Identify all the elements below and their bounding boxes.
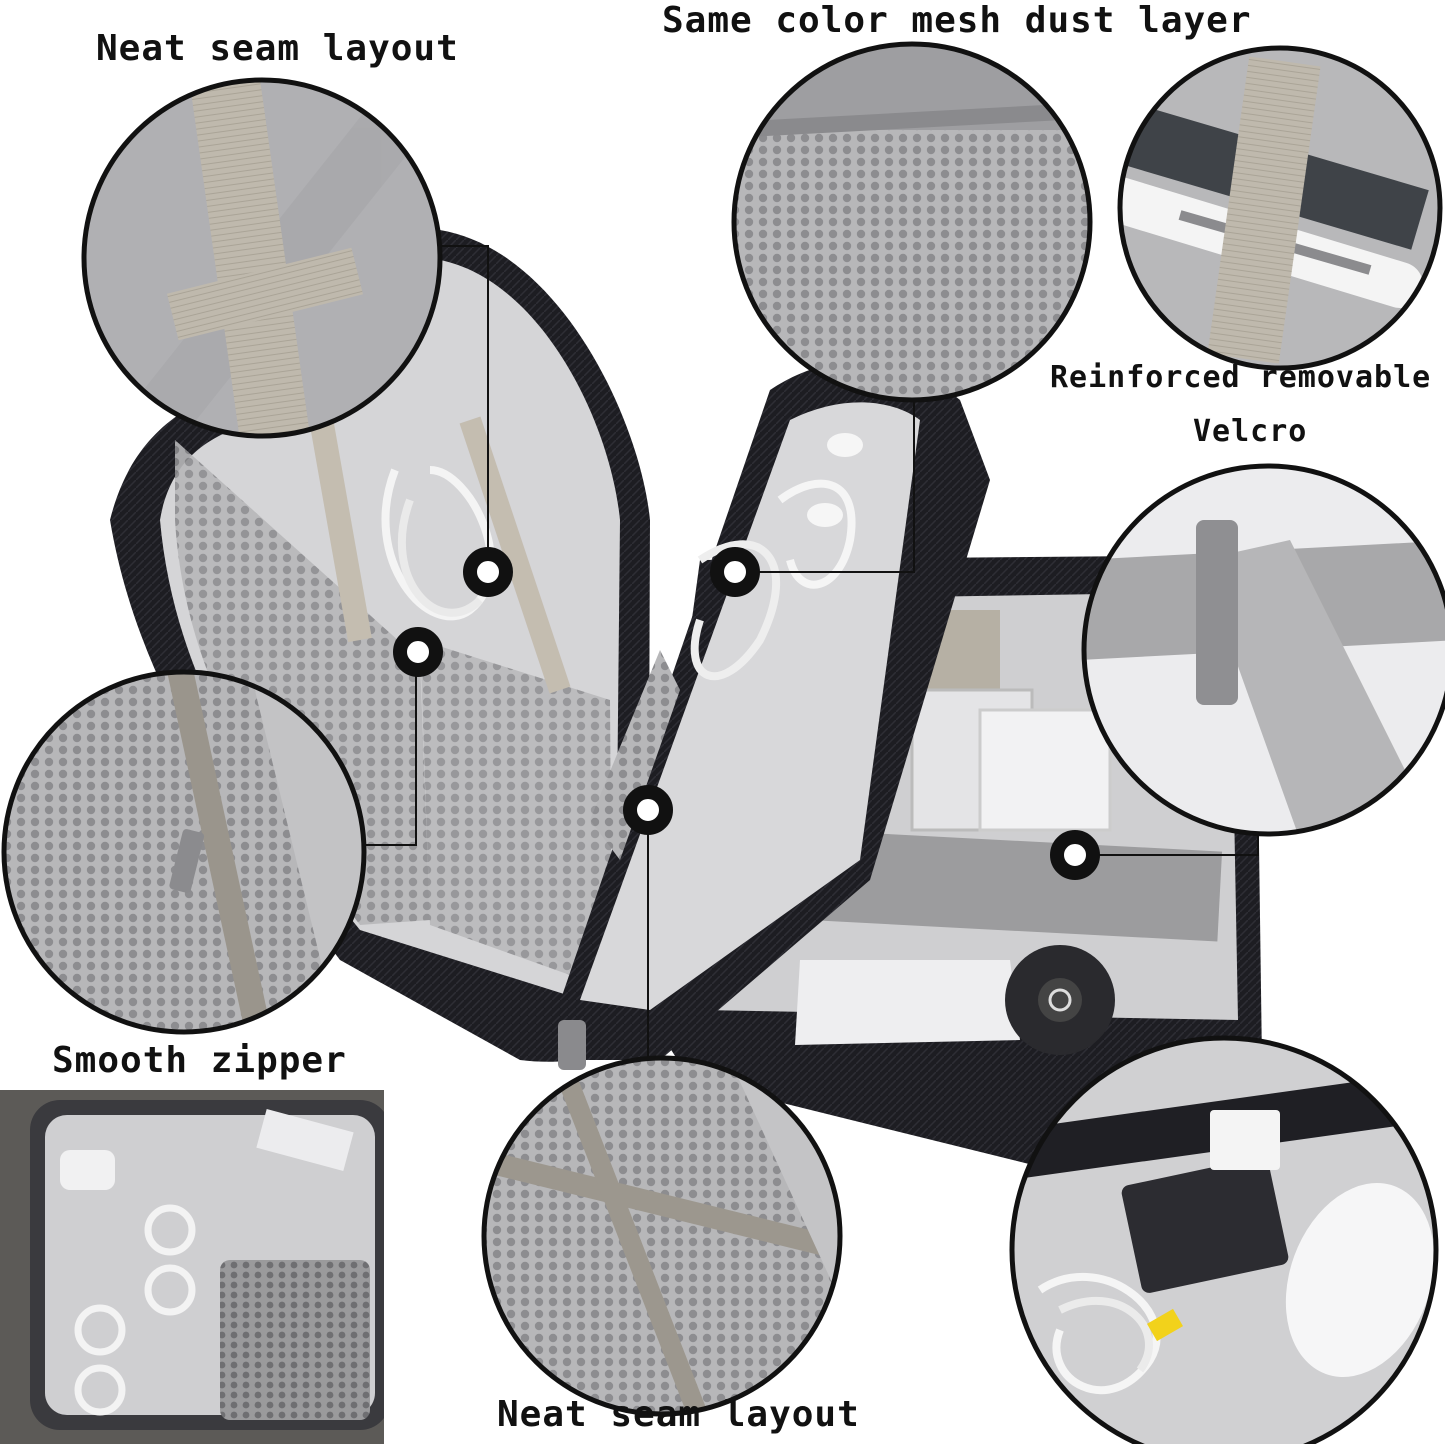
label-smooth-zipper: Smooth zipper <box>52 1040 347 1081</box>
marker-seam-bottom <box>623 785 673 835</box>
callout-markers <box>393 547 1100 880</box>
marker-mesh <box>710 547 760 597</box>
label-neat-seam-bottom: Neat seam layout <box>497 1394 860 1435</box>
label-mesh-dust: Same color mesh dust layer <box>662 0 1252 41</box>
bag-left-flap <box>110 230 650 1062</box>
callout-mesh <box>731 41 1093 403</box>
label-neat-seam-top: Neat seam layout <box>96 28 459 69</box>
callout-zipper <box>1 669 367 1035</box>
marker-velcro <box>1050 830 1100 880</box>
callout-velcro <box>1081 463 1445 837</box>
marker-seam-top <box>463 547 513 597</box>
callout-seam-bottom <box>481 1055 843 1417</box>
bag-middle-flap <box>540 361 990 1070</box>
leader-lines <box>365 245 1259 1060</box>
marker-zipper <box>393 627 443 677</box>
callout-seam-top <box>81 77 443 439</box>
callout-elastic <box>1117 45 1443 371</box>
photo-organizer-open <box>0 1090 384 1444</box>
callout-compartment <box>1009 1035 1439 1448</box>
label-reinforced-line1: Reinforced removable <box>1050 360 1432 395</box>
label-reinforced-line2: Velcro <box>1193 414 1308 449</box>
